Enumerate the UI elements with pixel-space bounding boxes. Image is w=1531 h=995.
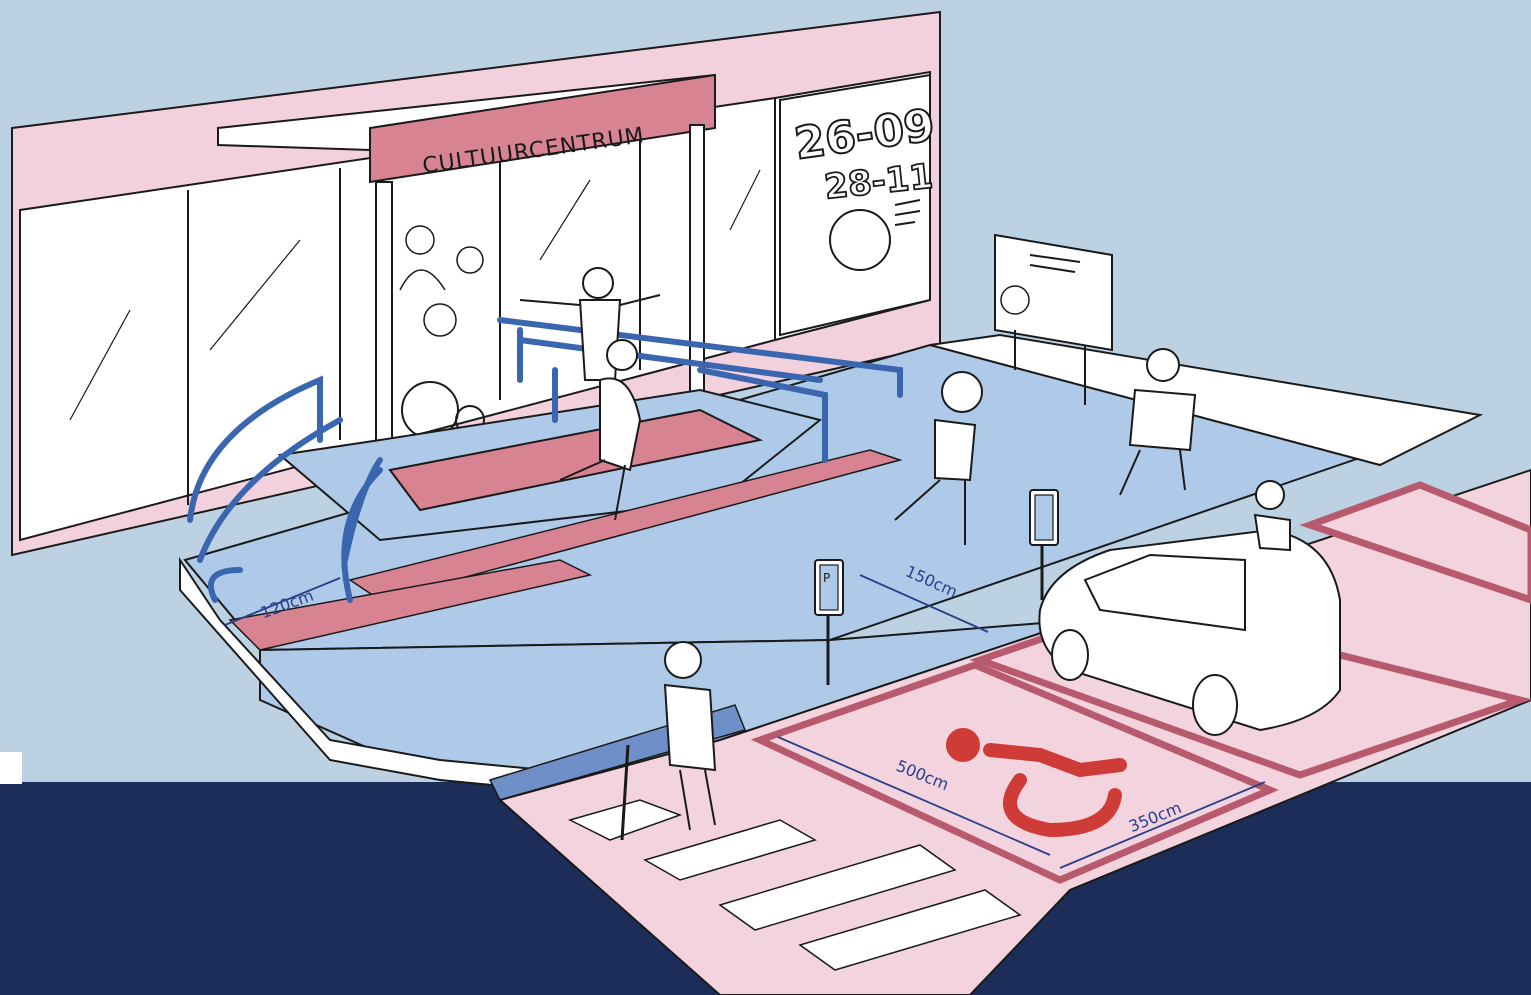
person-ramp-walker [607, 340, 637, 370]
person-with-cap [1147, 349, 1179, 381]
person-elderly-with-cane [665, 642, 701, 678]
person-pointing [1256, 481, 1284, 509]
event-poster: 26-09 28-11 [780, 75, 938, 335]
parking-sign-letter: P [823, 571, 830, 585]
person-greeter [583, 268, 613, 298]
white-margin-left [0, 752, 22, 784]
person-waving [942, 372, 982, 412]
